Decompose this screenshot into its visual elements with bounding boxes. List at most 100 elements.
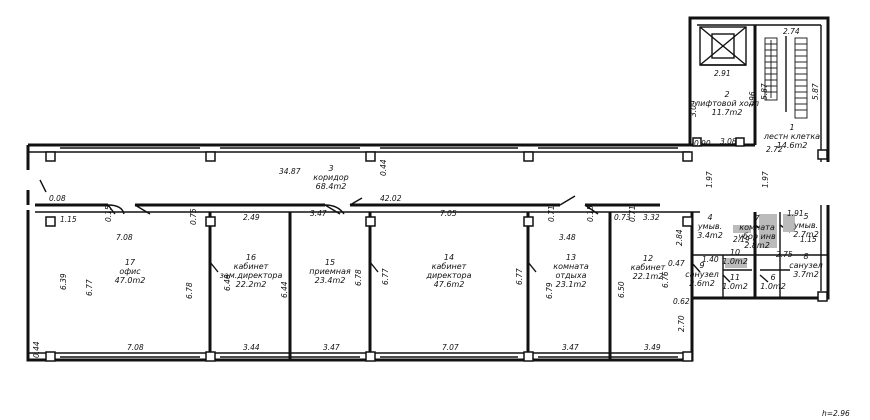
- room-4-area: 3.4m2: [697, 231, 723, 240]
- room-11-label: 11 1.0m2: [722, 273, 748, 291]
- room-12-name: кабинет: [630, 263, 666, 272]
- room-13-number: 13: [565, 253, 577, 262]
- partitions: [208, 25, 828, 360]
- room-7-area: 2.8m2: [744, 241, 770, 250]
- room-8-label: 8 санузел 3.7m2: [789, 252, 823, 279]
- room-3-name: коридор: [313, 173, 349, 182]
- room-3-area: 68.4m2: [315, 182, 347, 191]
- dim-label: 6.78: [185, 282, 194, 299]
- dim-label: 0.71: [628, 205, 637, 222]
- dim-label: 7.08: [127, 343, 144, 352]
- room-12-area: 22.1m2: [632, 272, 664, 281]
- room-6-area: 1.0m2: [760, 282, 786, 291]
- room-5-number: 5: [803, 212, 809, 221]
- room-12-label: 12 кабинет 22.1m2: [631, 254, 666, 281]
- dim-label: 0.08: [49, 194, 66, 203]
- dim-label: 6.39: [59, 273, 68, 290]
- room-5-name: умыв.: [793, 221, 819, 230]
- room-7-number: 7: [754, 214, 760, 223]
- dim-label: 2.74: [783, 27, 800, 36]
- room-9-area: 2.6m2: [689, 279, 715, 288]
- dim-label: 1.91: [787, 209, 804, 218]
- room-12-number: 12: [642, 254, 654, 263]
- dim-label: 6.76: [661, 271, 670, 288]
- dim-label: 6.79: [545, 282, 554, 299]
- dim-label: 3.47: [310, 209, 327, 218]
- dim-label: 3.09: [689, 100, 698, 117]
- room-17-label: 17 офис 47.0m2: [115, 258, 146, 285]
- room-17-area: 47.0m2: [114, 276, 146, 285]
- dim-label: 1.40: [702, 255, 719, 264]
- dim-label: 1.15: [800, 235, 817, 244]
- room-2-number: 2: [724, 90, 730, 99]
- room-15-label: 15 приемная 23.4m2: [309, 258, 350, 285]
- dim-label: 3.47: [562, 343, 579, 352]
- room-8-name: санузел: [789, 261, 823, 270]
- dim-label: 3.48: [559, 233, 576, 242]
- room-2-label: 2 лифтовой холл 11.7m2: [695, 90, 759, 117]
- room-17-name: офис: [119, 267, 141, 276]
- dim-label: 2.91: [714, 69, 731, 78]
- room-1-number: 1: [789, 123, 795, 132]
- corridor-walls: [26, 190, 700, 213]
- room-3-label: 3 коридор 68.4m2: [313, 164, 349, 191]
- room-4-label: 4 умыв. 3.4m2: [697, 213, 723, 240]
- room-10-area: 1.0m2: [722, 257, 748, 266]
- room-9-number: 9: [699, 261, 705, 270]
- dim-label: 42.02: [380, 194, 402, 203]
- staircase: [764, 36, 808, 119]
- dim-label: 6.77: [515, 268, 524, 285]
- room-1-area: 14.6m2: [776, 141, 808, 150]
- height-note: h=2.96: [822, 409, 850, 418]
- dim-label: 6.77: [85, 279, 94, 296]
- dim-label: 2.75: [776, 250, 793, 259]
- room-8-area: 3.7m2: [793, 270, 819, 279]
- room-8-number: 8: [803, 252, 809, 261]
- room-15-name: приемная: [309, 267, 351, 276]
- dim-label: 5.87: [811, 83, 820, 100]
- outer-walls: [26, 16, 830, 362]
- room-10-label: 10 1.0m2: [722, 248, 748, 266]
- room-16-area: 22.2m2: [235, 280, 267, 289]
- dim-label: 3.32: [643, 213, 660, 222]
- dim-label: 2.84: [675, 229, 684, 246]
- room-13-label: 13 комната отдыха 23.1m2: [546, 253, 596, 289]
- dim-label: 6.46: [223, 274, 232, 291]
- dim-label: 0.44: [32, 341, 41, 358]
- dim-label: 3.49: [644, 343, 661, 352]
- dim-label: 0.71: [547, 205, 556, 222]
- room-17-number: 17: [124, 258, 136, 267]
- room-15-number: 15: [324, 258, 336, 267]
- windows: [60, 147, 678, 358]
- room-16-name: кабинет зам.директора: [219, 262, 283, 280]
- room-13-name: комната отдыха: [553, 262, 589, 280]
- door-swings: [39, 179, 791, 283]
- room-9-label: 9 санузел 2.6m2: [685, 261, 719, 288]
- dim-label: 0.90: [694, 139, 711, 148]
- dim-label: 2.70: [677, 315, 686, 332]
- room-1-label: 1 лестн клетка 14.6m2: [764, 123, 820, 150]
- dim-label: 7.07: [442, 343, 459, 352]
- dim-label: 2.72: [766, 145, 783, 154]
- dim-label: 6.78: [354, 269, 363, 286]
- room-9-name: санузел: [685, 270, 719, 279]
- room-7-name: комната убор инв: [738, 223, 776, 241]
- dim-label: 0.15: [104, 205, 113, 222]
- room-2-name: лифтовой холл: [695, 99, 759, 108]
- dim-label: 0.15: [586, 205, 595, 222]
- room-14-label: 14 кабинет директора 47.6m2: [424, 253, 474, 289]
- room-2-area: 11.7m2: [711, 108, 743, 117]
- room-16-number: 16: [245, 253, 257, 262]
- dim-label: 3.47: [323, 343, 340, 352]
- dim-label: 0.44: [379, 159, 388, 176]
- room-13-area: 23.1m2: [555, 280, 587, 289]
- dim-label: 1.97: [761, 171, 770, 188]
- dim-label: 3.44: [243, 343, 260, 352]
- dim-label: 6.77: [381, 268, 390, 285]
- dim-label: 1.15: [60, 215, 77, 224]
- dim-label: 0.62: [673, 297, 690, 306]
- room-6-number: 6: [770, 273, 776, 282]
- room-11-number: 11: [729, 273, 741, 282]
- dim-label: 7.05: [440, 209, 457, 218]
